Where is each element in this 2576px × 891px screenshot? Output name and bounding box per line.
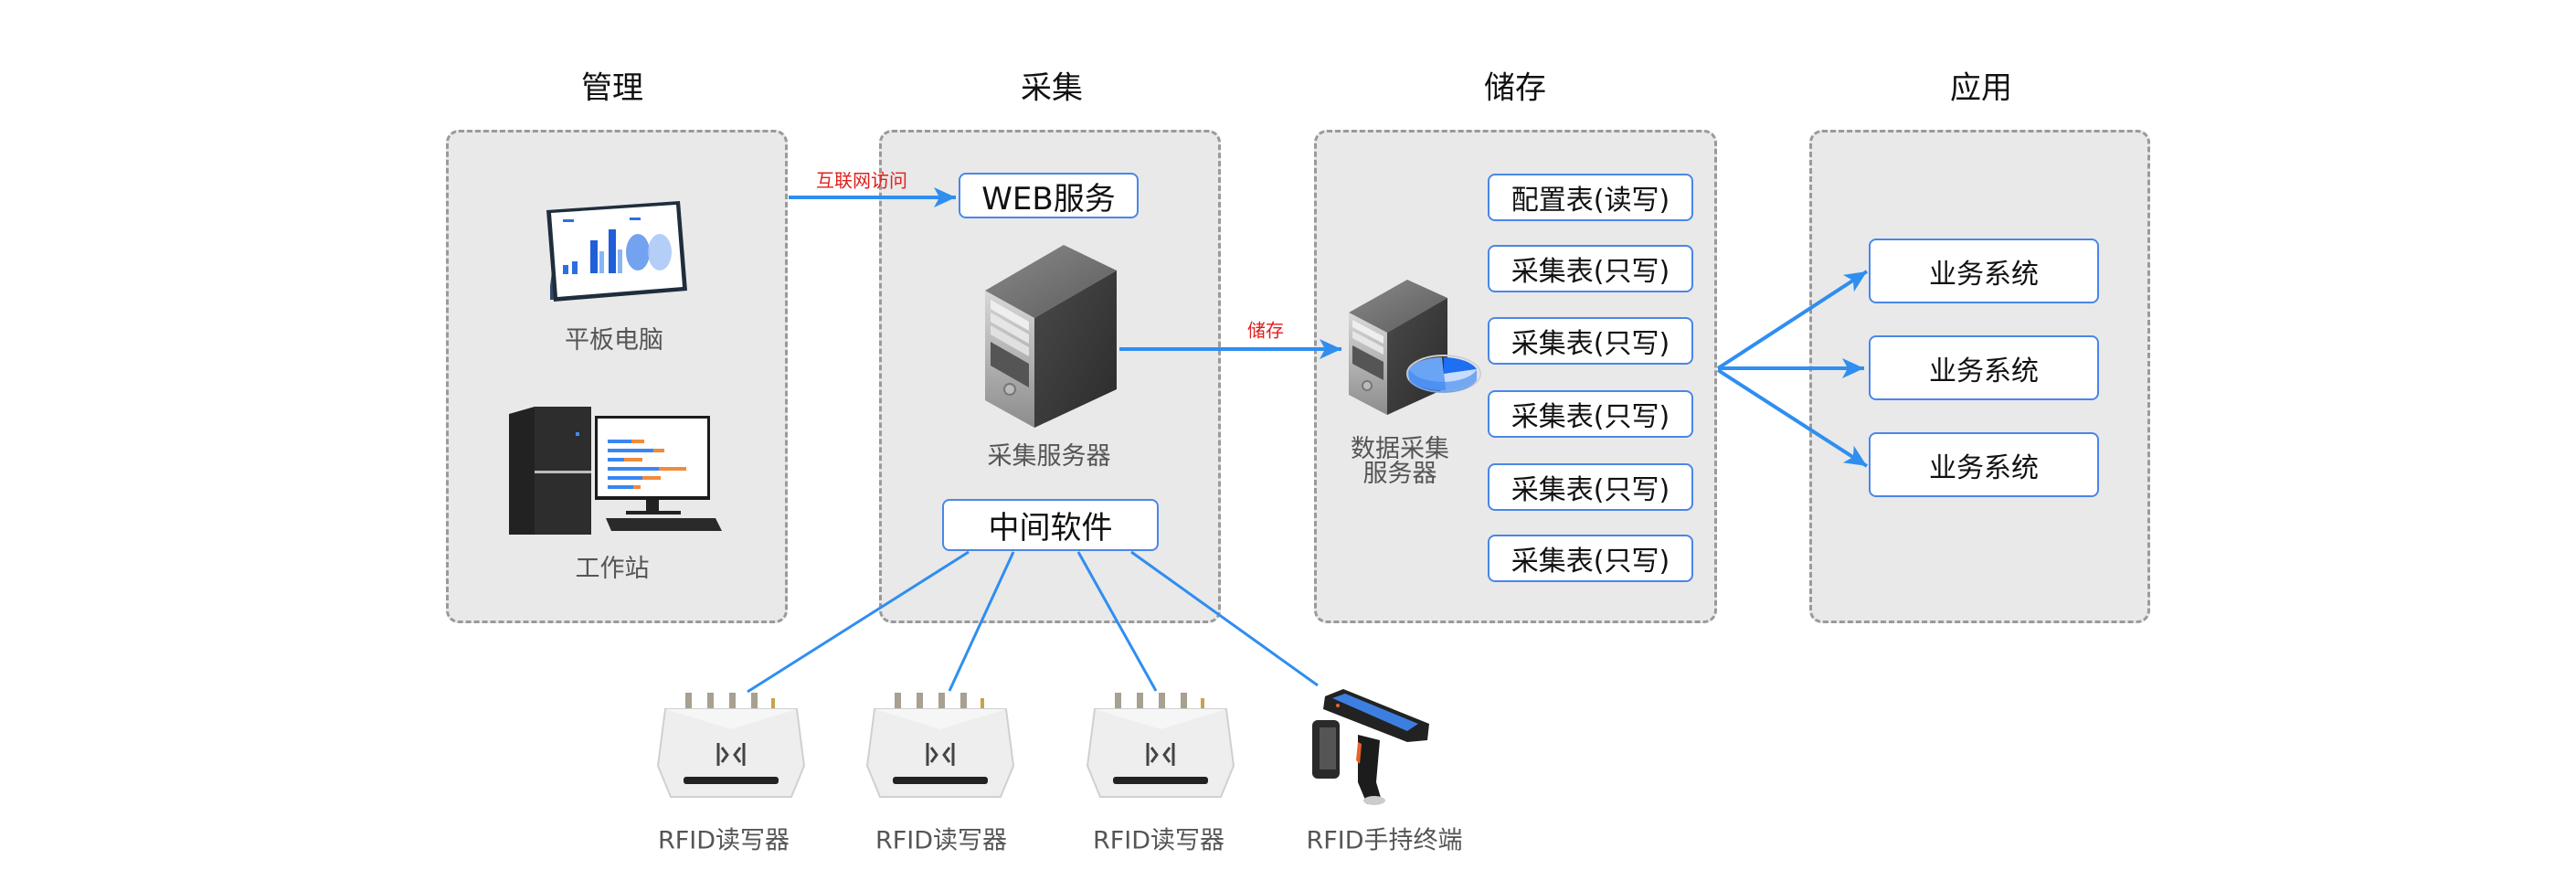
config-table-node[interactable]: 配置表(读写) (1488, 174, 1693, 221)
edge-label-internet-access: 互联网访问 (816, 169, 907, 192)
collection-table-node[interactable]: 采集表(只写) (1488, 390, 1693, 438)
business-system-node[interactable]: 业务系统 (1869, 335, 2099, 400)
column-title-storage: 储存 (1484, 69, 1546, 107)
collection-server-icon (985, 245, 1117, 428)
data-server-label-line1: 数据采集 (1351, 434, 1449, 463)
data-server-label-line2: 服务器 (1362, 459, 1437, 488)
rfid-device-label: RFID读写器 (1092, 826, 1225, 855)
rfid-reader-icon (656, 693, 806, 798)
collection-server-label: 采集服务器 (987, 441, 1111, 471)
rfid-device-label: RFID读写器 (875, 826, 1008, 855)
rfid-reader-icon (1086, 693, 1235, 798)
business-system-node[interactable]: 业务系统 (1869, 432, 2099, 497)
collection-table-node[interactable]: 采集表(只写) (1488, 535, 1693, 582)
tablet-icon (546, 201, 687, 302)
rfid-handheld-icon (1312, 689, 1429, 805)
column-title-management: 管理 (581, 69, 643, 107)
rfid-reader-icon (865, 693, 1015, 798)
business-system-node[interactable]: 业务系统 (1869, 239, 2099, 303)
workstation-icon (509, 407, 722, 535)
tablet-label: 平板电脑 (565, 325, 663, 355)
column-title-application: 应用 (1950, 69, 2012, 107)
collection-table-node[interactable]: 采集表(只写) (1488, 245, 1693, 292)
data-collection-server-icon (1349, 280, 1481, 415)
web-service-node[interactable]: WEB服务 (959, 173, 1139, 218)
workstation-label: 工作站 (575, 554, 650, 583)
collection-table-node[interactable]: 采集表(只写) (1488, 317, 1693, 365)
middleware-node[interactable]: 中间软件 (942, 499, 1159, 551)
column-title-collection: 采集 (1021, 69, 1083, 107)
collection-table-node[interactable]: 采集表(只写) (1488, 463, 1693, 511)
rfid-device-label: RFID手持终端 (1306, 826, 1463, 855)
rfid-device-label: RFID读写器 (657, 826, 790, 855)
edge-label-store: 储存 (1247, 319, 1284, 342)
